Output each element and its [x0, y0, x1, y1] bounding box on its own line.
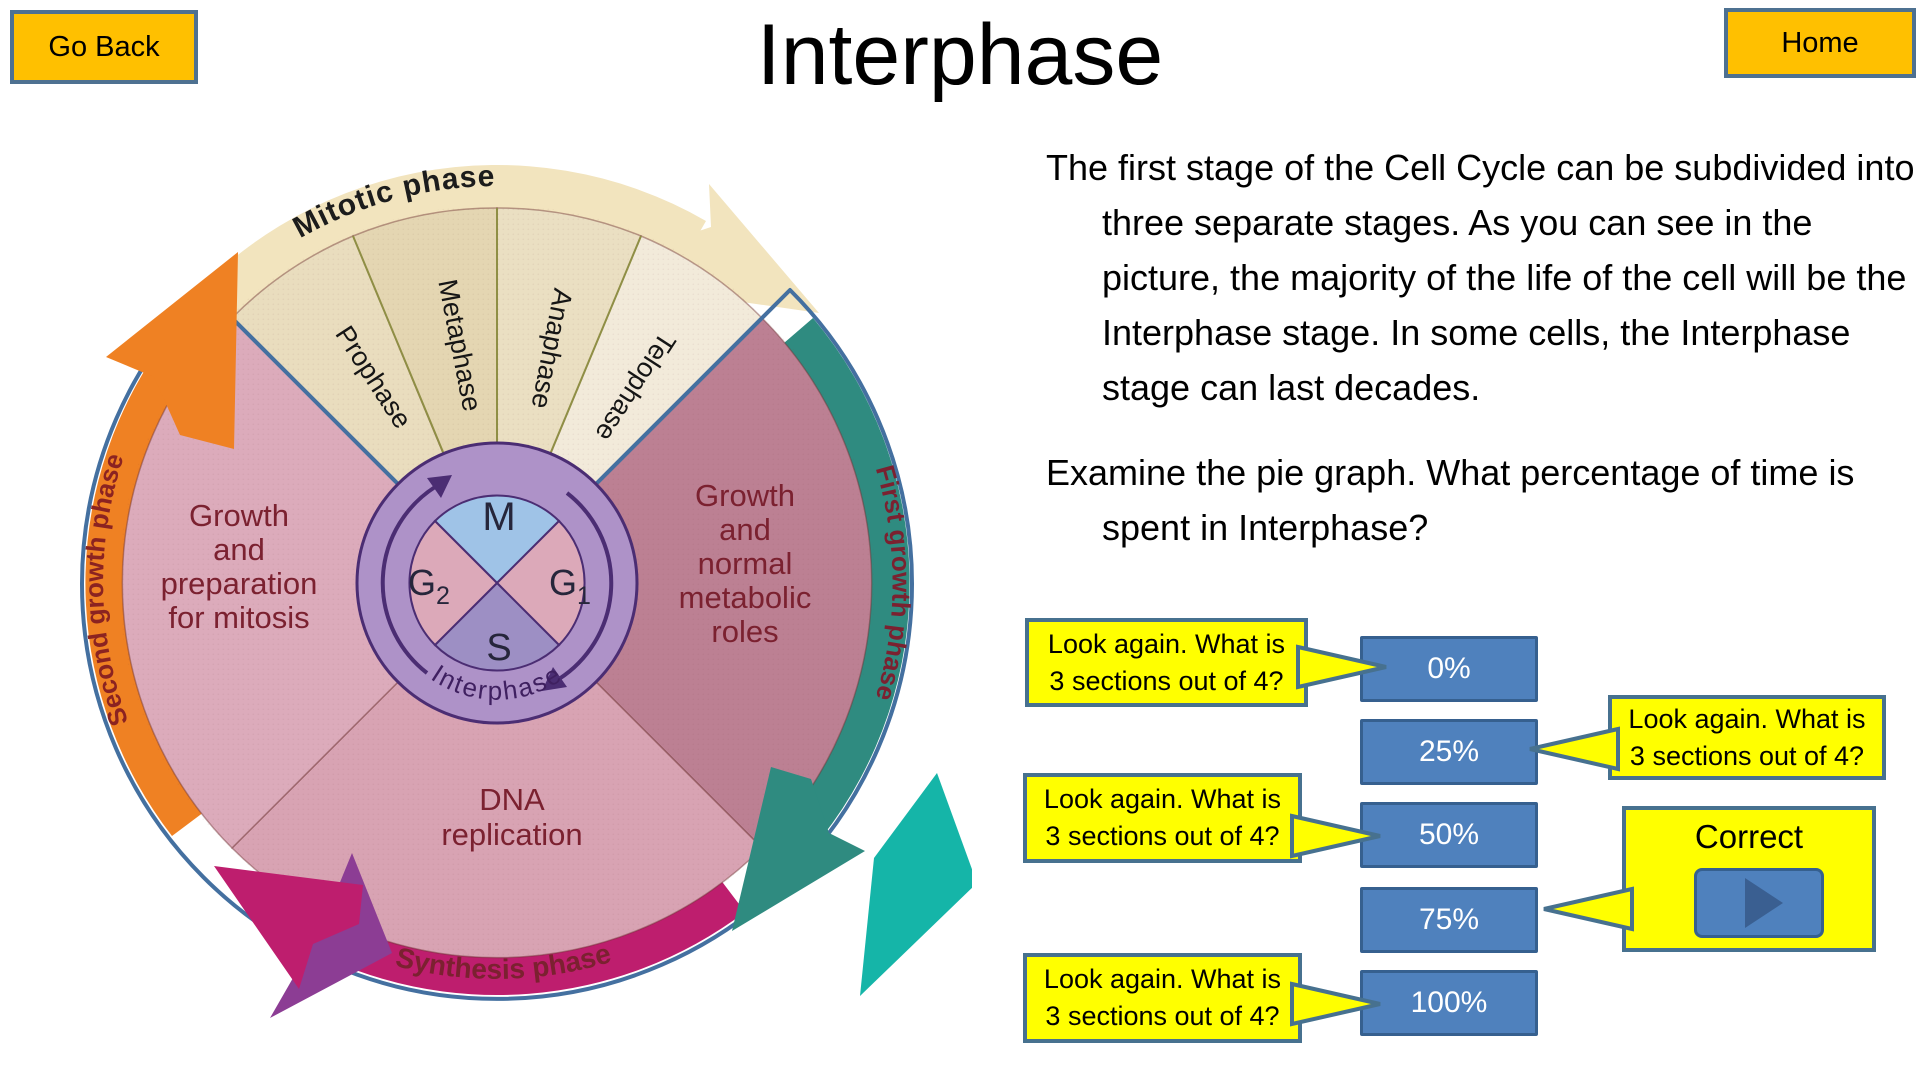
cell-cycle-svg: Mitotic phase Prophase Metaphase Anaphas… [79, 160, 977, 1018]
core-s [433, 581, 561, 672]
paragraph-cell-cycle: The first stage of the Cell Cycle can be… [1046, 147, 1915, 408]
cell-cycle-diagram: Mitotic phase Prophase Metaphase Anaphas… [22, 88, 977, 1080]
cycle-arrowhead-right [542, 667, 567, 691]
feedback-line: Look again. What is [1628, 703, 1866, 734]
core-g1 [495, 519, 586, 647]
magenta-arrowhead [214, 866, 363, 989]
teal-arrowhead [732, 767, 865, 931]
feedback-line: 3 sections out of 4? [1049, 665, 1284, 696]
cycle-arrow-right [557, 491, 614, 681]
answer-button-50[interactable]: 50% [1360, 802, 1538, 868]
svg-text:and: and [213, 532, 265, 567]
svg-text:and: and [719, 512, 771, 547]
answer-button-0[interactable]: 0% [1360, 636, 1538, 702]
body-text: The first stage of the Cell Cycle can be… [1046, 140, 1920, 585]
s-quadrant-label: DNA replication [441, 782, 582, 852]
second-growth-arrow-band [85, 365, 204, 836]
feedback-line: Look again. What is [1047, 628, 1286, 659]
svg-text:Growth: Growth [189, 498, 289, 533]
synthesis-arrow-band [304, 879, 745, 996]
callout-pointer [1543, 886, 1634, 932]
callout-pointer [1296, 644, 1387, 690]
callout-pointer [1290, 813, 1381, 859]
inner-cycle-wheel [355, 441, 639, 725]
callout-pointer [1290, 981, 1381, 1027]
go-back-button[interactable]: Go Back [10, 10, 198, 84]
answer-button-75[interactable]: 75% [1360, 887, 1538, 953]
svg-text:metabolic: metabolic [679, 580, 812, 615]
feedback-line: 3 sections out of 4? [1045, 1001, 1280, 1031]
feedback-callout-0: Look again. What is 3 sections out of 4? [1025, 618, 1387, 707]
cycle-arrowhead-left [427, 475, 452, 498]
g2-core-label: G2 [408, 562, 450, 610]
paragraph-question: Examine the pie graph. What percentage o… [1046, 452, 1855, 548]
correct-label: Correct [1694, 818, 1804, 855]
teal-outer-arrowhead [860, 773, 977, 996]
svg-text:roles: roles [711, 614, 778, 649]
svg-text:Growth: Growth [695, 478, 795, 513]
feedback-line: Look again. What is [1043, 784, 1282, 814]
interphase-region-outline [80, 288, 914, 1001]
correct-feedback-box: Correct [1543, 806, 1876, 952]
play-button[interactable] [1694, 868, 1824, 938]
feedback-callout-25: Look again. What is 3 sections out of 4? [1529, 695, 1886, 780]
cycle-arrow-left [380, 485, 437, 675]
page-title: Interphase [756, 7, 1164, 103]
g1-quadrant-label: Growth and normal metabolic roles [679, 478, 812, 649]
svg-text:DNA: DNA [479, 782, 545, 817]
home-button[interactable]: Home [1724, 8, 1916, 78]
svg-text:replication: replication [441, 817, 582, 852]
feedback-callout-100: Look again. What is 3 sections out of 4? [1023, 953, 1381, 1043]
callout-pointer [1529, 726, 1620, 772]
core-m [433, 494, 561, 585]
svg-text:for mitosis: for mitosis [168, 600, 309, 635]
s-core-label: S [486, 627, 511, 669]
orange-arrowhead [106, 252, 238, 449]
core-g2 [408, 519, 499, 647]
play-icon [1745, 878, 1783, 928]
answer-button-25[interactable]: 25% [1360, 719, 1538, 785]
feedback-line: 3 sections out of 4? [1045, 821, 1280, 851]
feedback-callout-50: Look again. What is 3 sections out of 4? [1023, 773, 1381, 863]
feedback-line: Look again. What is [1043, 964, 1282, 994]
svg-text:preparation: preparation [161, 566, 318, 601]
g1-core-label: G1 [549, 562, 591, 610]
g2-quadrant-label: Growth and preparation for mitosis [161, 498, 318, 635]
feedback-line: 3 sections out of 4? [1629, 740, 1865, 771]
first-growth-arrow-band [784, 318, 977, 996]
m-core-label: M [482, 495, 515, 539]
answer-button-100[interactable]: 100% [1360, 970, 1538, 1036]
svg-text:normal: normal [698, 546, 793, 581]
